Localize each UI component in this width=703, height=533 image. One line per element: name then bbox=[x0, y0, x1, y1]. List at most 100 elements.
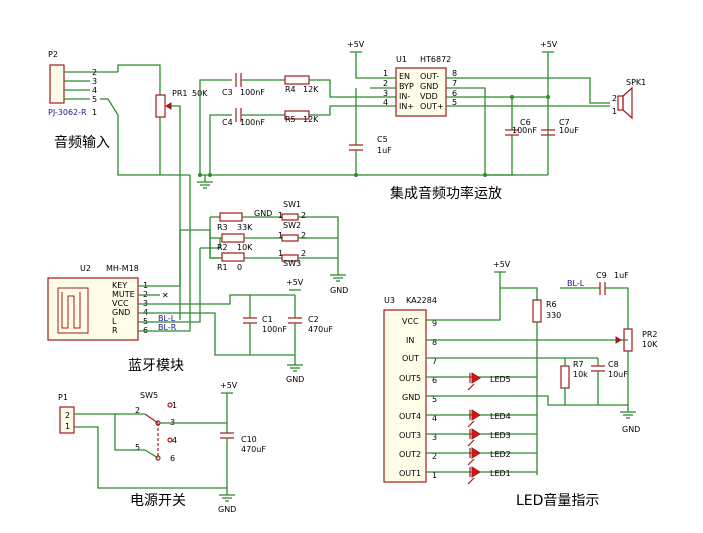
resistor-r7 bbox=[560, 365, 570, 389]
svg-text:4: 4 bbox=[172, 436, 177, 445]
svg-text:SW1: SW1 bbox=[283, 200, 301, 209]
svg-text:PR2: PR2 bbox=[642, 330, 657, 339]
resistor-r2 bbox=[221, 233, 245, 243]
svg-text:C10: C10 bbox=[241, 435, 257, 444]
audio-jack-p2: P2 PJ-3062-R 1 2 3 4 5 bbox=[48, 50, 190, 176]
led-label: LED1 bbox=[490, 469, 511, 478]
label-audio-input: 音频输入 bbox=[54, 134, 110, 151]
svg-text:5: 5 bbox=[432, 395, 437, 404]
svg-text:VCC: VCC bbox=[402, 317, 419, 326]
svg-text:100nF: 100nF bbox=[240, 118, 265, 127]
svg-text:L: L bbox=[112, 317, 117, 326]
svg-text:1: 1 bbox=[612, 107, 617, 116]
capacitor-c3 bbox=[235, 73, 242, 87]
switch-sw1 bbox=[281, 213, 299, 221]
svg-text:OUT1: OUT1 bbox=[399, 469, 421, 478]
switch-sw5: SW5 2 1 3 4 5 6 bbox=[135, 391, 177, 463]
svg-text:1: 1 bbox=[278, 211, 283, 220]
svg-text:2: 2 bbox=[92, 68, 97, 77]
svg-text:100nF: 100nF bbox=[262, 325, 287, 334]
svg-text:2: 2 bbox=[301, 231, 306, 240]
svg-text:6: 6 bbox=[170, 454, 175, 463]
svg-text:GND: GND bbox=[420, 82, 438, 91]
svg-text:C5: C5 bbox=[377, 135, 388, 144]
svg-text:BL-L: BL-L bbox=[158, 314, 176, 323]
svg-text:2: 2 bbox=[135, 406, 140, 415]
svg-text:1uF: 1uF bbox=[377, 146, 392, 155]
svg-text:C3: C3 bbox=[222, 88, 233, 97]
svg-text:10uF: 10uF bbox=[608, 370, 628, 379]
svg-text:BL-L: BL-L bbox=[567, 279, 585, 288]
svg-text:6: 6 bbox=[432, 376, 437, 385]
svg-text:R1: R1 bbox=[217, 263, 228, 272]
svg-text:+5V: +5V bbox=[286, 278, 304, 287]
svg-text:U1: U1 bbox=[396, 55, 407, 64]
svg-text:1uF: 1uF bbox=[614, 271, 629, 280]
resistor-r3 bbox=[219, 212, 243, 222]
svg-text:2: 2 bbox=[432, 452, 437, 461]
svg-text:PR1: PR1 bbox=[172, 89, 187, 98]
svg-text:10k: 10k bbox=[573, 370, 588, 379]
svg-text:BL-R: BL-R bbox=[158, 323, 177, 332]
led-label: LED3 bbox=[490, 431, 511, 440]
svg-text:GND: GND bbox=[112, 308, 130, 317]
bluetooth-module-u2: U2 MH-M18 KEY MUTE VCC GND L R 1 2 3 4 5… bbox=[47, 264, 148, 341]
vcc-label-2: +5V bbox=[540, 40, 558, 49]
led-driver-ic-u3: U3 KA2284 VCC IN OUT OUT5 GND OUT4 OUT3 … bbox=[383, 296, 437, 483]
svg-text:3: 3 bbox=[432, 433, 437, 442]
svg-text:4: 4 bbox=[383, 98, 388, 107]
svg-text:4: 4 bbox=[432, 414, 437, 423]
svg-text:1: 1 bbox=[383, 69, 388, 78]
svg-text:OUT3: OUT3 bbox=[399, 431, 421, 440]
resistor-r6 bbox=[532, 299, 542, 323]
svg-text:SW3: SW3 bbox=[283, 259, 301, 268]
svg-text:100nF: 100nF bbox=[240, 88, 265, 97]
svg-text:R2: R2 bbox=[217, 243, 228, 252]
svg-text:OUT: OUT bbox=[402, 354, 419, 363]
svg-text:MUTE: MUTE bbox=[112, 290, 135, 299]
amp-ic-u1: U1 HT6872 EN BYP IN- IN+ OUT- GND VDD OU… bbox=[383, 55, 457, 117]
svg-text:2: 2 bbox=[383, 79, 388, 88]
gnd-symbol-5 bbox=[620, 411, 636, 419]
svg-text:2: 2 bbox=[301, 211, 306, 220]
svg-text:OUT2: OUT2 bbox=[399, 450, 421, 459]
svg-text:R6: R6 bbox=[546, 300, 557, 309]
svg-text:IN: IN bbox=[406, 336, 414, 345]
svg-text:EN: EN bbox=[399, 72, 410, 81]
svg-text:IN+: IN+ bbox=[399, 102, 414, 111]
label-led-meter: LED音量指示 bbox=[516, 492, 599, 509]
svg-text:470uF: 470uF bbox=[241, 445, 266, 454]
led-label: LED2 bbox=[490, 450, 511, 459]
svg-text:VCC: VCC bbox=[112, 299, 129, 308]
svg-text:GND: GND bbox=[402, 393, 420, 402]
svg-text:MH-M18: MH-M18 bbox=[106, 264, 139, 273]
svg-text:U2: U2 bbox=[80, 264, 91, 273]
svg-text:12K: 12K bbox=[303, 85, 319, 94]
led-led3: LED3 bbox=[426, 428, 537, 447]
label-bluetooth: 蓝牙模块 bbox=[128, 358, 184, 374]
svg-text:C8: C8 bbox=[608, 360, 619, 369]
gnd-symbol-2 bbox=[330, 274, 346, 282]
svg-text:BYP: BYP bbox=[399, 82, 414, 91]
svg-text:+5V: +5V bbox=[220, 381, 238, 390]
svg-text:C6: C6 bbox=[520, 118, 531, 127]
svg-text:C4: C4 bbox=[222, 118, 233, 127]
p2-part: PJ-3062-R bbox=[48, 108, 87, 117]
svg-text:VDD: VDD bbox=[420, 92, 438, 101]
svg-text:8: 8 bbox=[432, 338, 437, 347]
svg-text:5: 5 bbox=[452, 98, 457, 107]
led-label: LED4 bbox=[490, 412, 511, 421]
svg-text:6: 6 bbox=[452, 89, 457, 98]
svg-text:0: 0 bbox=[237, 263, 242, 272]
svg-text:HT6872: HT6872 bbox=[420, 55, 451, 64]
svg-text:R3: R3 bbox=[217, 223, 228, 232]
p2-pin1: 1 bbox=[92, 108, 97, 117]
led-led1: LED1 bbox=[426, 466, 537, 485]
svg-text:OUT-: OUT- bbox=[420, 72, 439, 81]
svg-text:1: 1 bbox=[65, 422, 70, 431]
svg-text:1: 1 bbox=[278, 249, 283, 258]
svg-text:P1: P1 bbox=[58, 393, 68, 402]
led-led5: LED5 bbox=[426, 372, 537, 391]
resistor-r4 bbox=[284, 75, 310, 85]
svg-text:SW2: SW2 bbox=[283, 221, 301, 230]
